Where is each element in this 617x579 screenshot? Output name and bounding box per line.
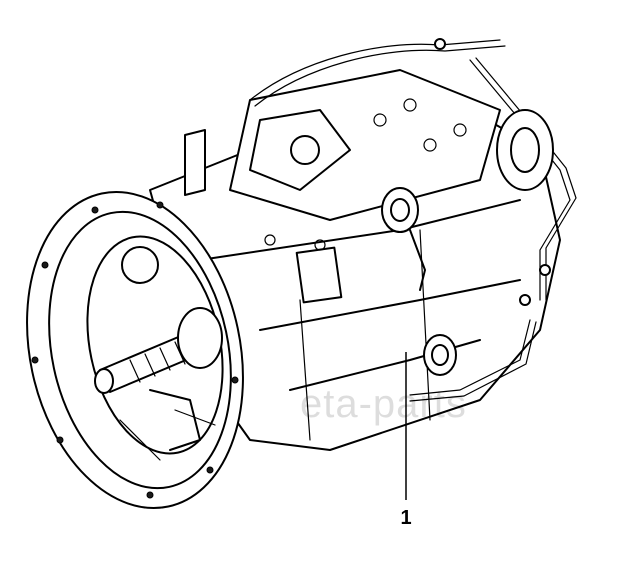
shift-cover: [184, 69, 501, 251]
air-piping: [249, 38, 577, 402]
shift-actuator: [381, 187, 426, 291]
bell-housing: [26, 190, 244, 510]
input-shaft: [94, 307, 223, 394]
rear-flange: [496, 109, 554, 191]
watermark-text: eta-parts: [300, 382, 467, 426]
release-fork: [119, 389, 216, 461]
side-plug: [423, 334, 457, 376]
callout-label-1: 1: [400, 507, 412, 529]
